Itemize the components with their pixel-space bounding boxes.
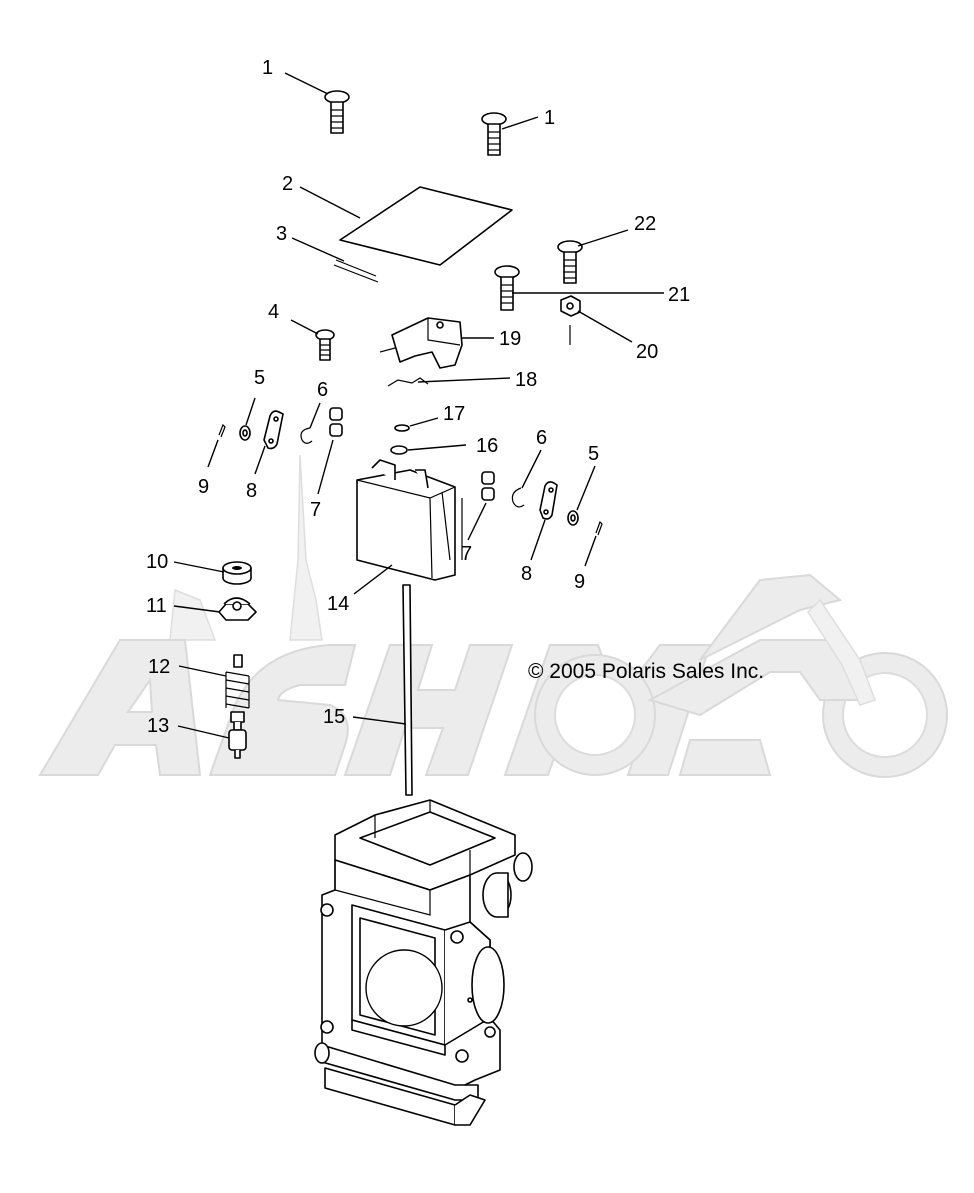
callout-9: 9 (574, 571, 585, 593)
callout-14: 14 (327, 593, 349, 615)
rod-part-15 (402, 584, 413, 796)
callout-7: 7 (461, 543, 472, 565)
callout-6: 6 (317, 379, 328, 401)
callout-6: 6 (536, 427, 547, 449)
callout-12: 12 (148, 656, 170, 678)
callout-labels: 1 1 2 3 4 5 5 6 6 7 7 8 8 9 9 10 11 12 1… (146, 57, 690, 737)
slide-valve-part-14 (356, 459, 463, 581)
callout-15: 15 (323, 706, 345, 728)
callout-8: 8 (521, 563, 532, 585)
washer-part-5-left (239, 425, 251, 441)
watermark-logo (38, 454, 948, 778)
nut-part-11 (218, 597, 257, 621)
callout-5: 5 (588, 443, 599, 465)
ring-part-17 (394, 424, 410, 432)
washer-part-16 (390, 445, 408, 455)
callout-3: 3 (276, 223, 287, 245)
callout-7: 7 (310, 499, 321, 521)
callout-13: 13 (147, 715, 169, 737)
needle-part-13 (228, 711, 247, 759)
washer-part-5-right (567, 510, 579, 526)
callout-11: 11 (146, 595, 167, 617)
screw-part-1-left (324, 90, 350, 134)
bushing-part-7-right (481, 471, 495, 501)
leader-lines (173, 72, 664, 739)
clip-part-9-right (595, 520, 603, 536)
carburetor-body (314, 799, 533, 1126)
clip-part-6-right (511, 487, 525, 508)
screw-part-1-right (481, 112, 507, 156)
clip-part-9-left (218, 423, 226, 438)
bushing-part-7-left (329, 407, 343, 437)
link-part-8-left (263, 410, 284, 450)
callout-10: 10 (146, 551, 168, 573)
cover-plate-part-2 (339, 186, 513, 266)
screw-part-4 (315, 329, 335, 361)
gasket-part-3 (333, 259, 379, 283)
callout-22: 22 (634, 213, 656, 235)
clip-part-18 (387, 377, 429, 387)
spring-part-12 (225, 654, 250, 709)
clip-part-6-left (300, 427, 313, 444)
screw-part-21 (494, 265, 520, 311)
callout-5: 5 (254, 367, 265, 389)
callout-21: 21 (668, 284, 690, 306)
callout-9: 9 (198, 476, 209, 498)
bracket-part-19 (379, 317, 463, 369)
link-part-8-right (539, 481, 558, 520)
callout-2: 2 (282, 173, 293, 195)
cap-part-10 (222, 561, 252, 585)
callout-1: 1 (262, 57, 273, 79)
callout-16: 16 (476, 435, 498, 457)
callout-1: 1 (544, 107, 555, 129)
callout-18: 18 (515, 369, 537, 391)
callout-8: 8 (246, 480, 257, 502)
copyright-notice: © 2005 Polaris Sales Inc. (528, 660, 764, 683)
callout-4: 4 (268, 301, 279, 323)
screw-part-22 (557, 240, 583, 284)
nut-part-20 (560, 295, 581, 345)
callout-19: 19 (499, 328, 521, 350)
callout-17: 17 (443, 403, 465, 425)
callout-20: 20 (636, 341, 658, 363)
